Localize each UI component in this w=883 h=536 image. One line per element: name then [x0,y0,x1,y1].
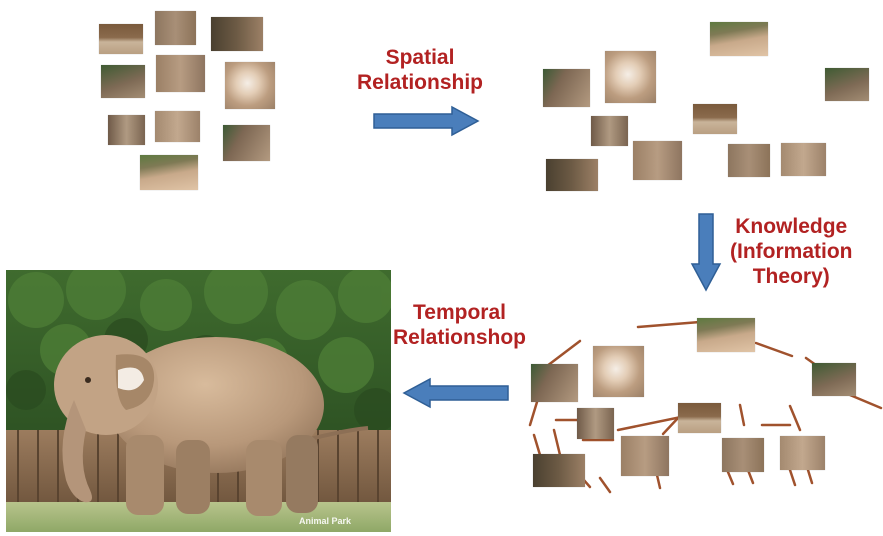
patch-body-9 [780,436,825,470]
patch-leg-3 [577,408,614,439]
elephant-illustration [6,270,391,532]
patch-ear-3 [593,346,644,397]
elephant-photo: Animal Park [6,270,391,532]
patch-trunk-3 [533,454,585,487]
patch-body-7 [621,436,669,476]
photo-caption: Animal Park [299,516,351,526]
patch-head-3 [531,364,578,402]
patch-back-3 [697,318,755,352]
patch-fence-3 [678,403,721,433]
patch-tail-2 [812,363,856,396]
patch-body-8 [722,438,764,472]
